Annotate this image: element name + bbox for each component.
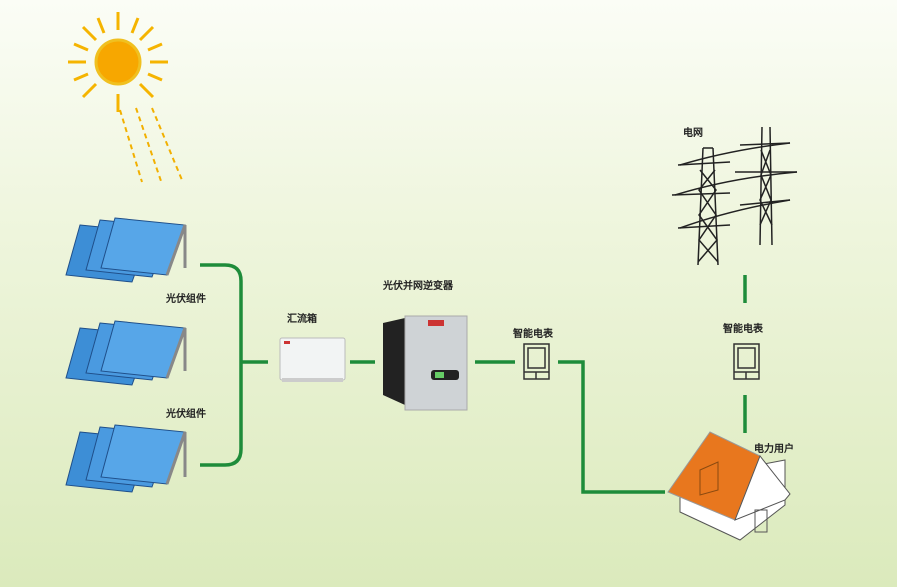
inverter-icon	[383, 315, 468, 411]
inverter-label: 光伏并网逆变器	[383, 281, 453, 292]
power-tower-icon	[671, 126, 798, 266]
smart-meter-label-1: 智能电表	[513, 329, 553, 340]
grid-label: 电网	[683, 128, 703, 139]
smart-meter-icon	[523, 343, 550, 380]
pv-module-label-1: 光伏组件	[166, 294, 206, 305]
connection-lines	[200, 263, 747, 494]
combiner-box-label: 汇流箱	[287, 314, 317, 325]
solar-panel-icon	[65, 424, 187, 493]
power-user-label: 电力用户	[754, 444, 794, 455]
smart-meter-label-2: 智能电表	[723, 324, 763, 335]
solar-panel-icon	[65, 217, 187, 283]
pv-module-label-2: 光伏组件	[166, 409, 206, 420]
smart-meter-icon	[733, 343, 760, 380]
solar-panel-icon	[65, 320, 187, 386]
house-icon	[667, 431, 791, 541]
sun-icon	[68, 12, 183, 185]
combiner-box-icon	[279, 337, 346, 382]
